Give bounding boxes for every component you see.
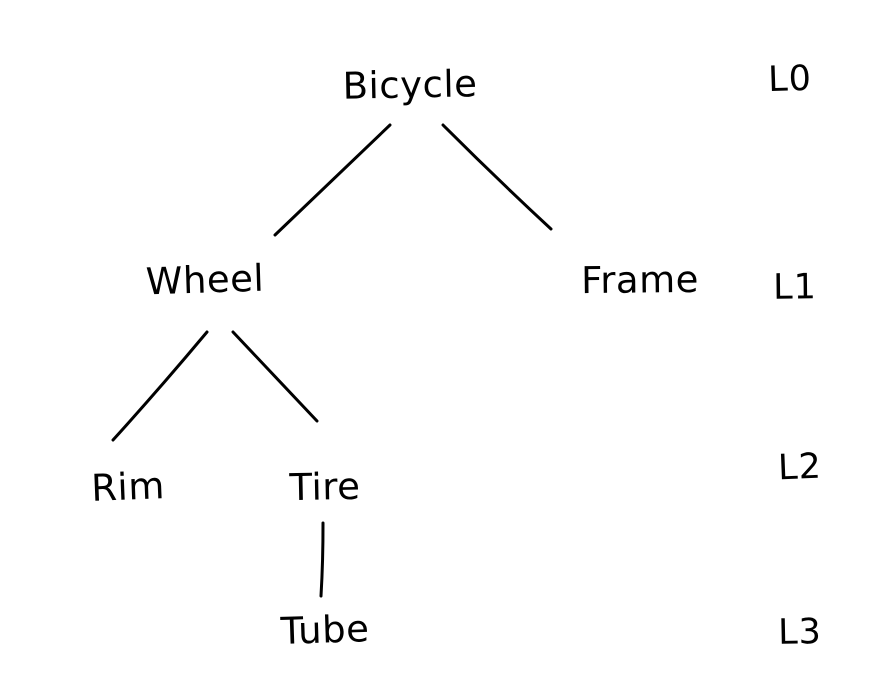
edges-group	[111, 123, 553, 598]
level-label-l2: L2	[777, 446, 823, 489]
edge-bicycle-to-frame	[441, 123, 553, 231]
edge-wheel-to-tire	[231, 330, 319, 423]
level-label-l1: L1	[772, 267, 818, 308]
node-rim[interactable]: Rim	[90, 464, 166, 510]
level-label-l0: L0	[767, 58, 813, 101]
node-tube[interactable]: Tube	[280, 607, 370, 653]
edge-bicycle-to-wheel	[273, 123, 392, 237]
level-label-l3: L3	[777, 612, 823, 653]
node-wheel[interactable]: Wheel	[145, 256, 265, 304]
node-frame[interactable]: Frame	[580, 257, 700, 303]
edge-tire-to-tube	[319, 521, 325, 598]
node-tire[interactable]: Tire	[289, 464, 361, 510]
edge-wheel-to-rim	[111, 330, 209, 442]
node-bicycle[interactable]: Bicycle	[342, 62, 478, 108]
